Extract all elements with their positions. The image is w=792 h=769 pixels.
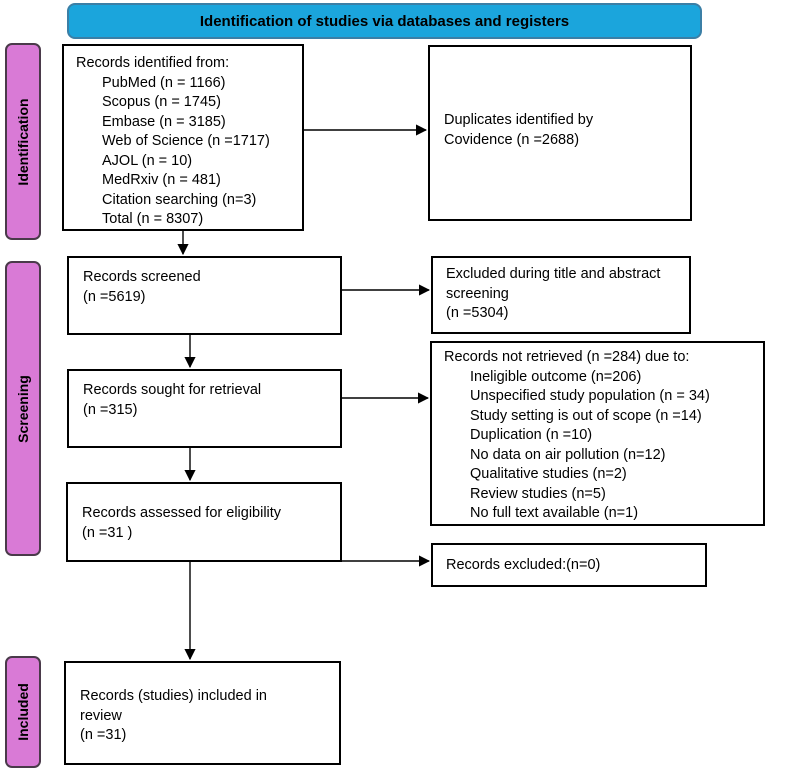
reason-item: Qualitative studies (n=2)	[470, 466, 627, 482]
records-assessed-line1: Records assessed for eligibility	[82, 505, 282, 521]
reason-item: No full text available (n=1)	[470, 505, 639, 521]
phase-included-label: Included	[5, 656, 41, 768]
source-item: Embase (n = 3185)	[102, 113, 226, 130]
records-sought-line1: Records sought for retrieval	[83, 382, 262, 398]
records-sought-text: Records sought for retrieval (n =315)	[83, 381, 261, 420]
not-retrieved-box: Records not retrieved (n =284) due to: I…	[430, 341, 765, 526]
excluded-screening-text: Excluded during title and abstract scree…	[446, 265, 660, 324]
excluded-screening-line2: screening	[446, 285, 509, 302]
records-assessed-line2: (n =31 )	[82, 524, 133, 541]
reason-item: Duplication (n =10)	[470, 427, 593, 443]
records-screened-text: Records screened (n =5619)	[83, 268, 201, 307]
studies-included-text: Records (studies) included in review (n …	[80, 687, 267, 746]
not-retrieved-text: Records not retrieved (n =284) due to: I…	[444, 348, 710, 524]
reason-item: No data on air pollution (n=12)	[470, 446, 666, 463]
duplicates-line2: Covidence (n =2688)	[444, 131, 580, 148]
duplicates-text: Duplicates identified by Covidence (n =2…	[444, 111, 593, 150]
excluded-screening-line3: (n =5304)	[446, 305, 509, 321]
studies-included-line2: review	[80, 707, 122, 724]
source-item: AJOL (n = 10)	[102, 152, 193, 169]
records-identified-title: Records identified from:	[76, 55, 230, 71]
phase-screening-label: Screening	[5, 261, 41, 556]
phase-identification-label: Identification	[5, 43, 41, 240]
source-item: MedRxiv (n = 481)	[102, 172, 221, 188]
reason-item: Ineligible outcome (n=206)	[470, 368, 642, 385]
studies-included-box: Records (studies) included in review (n …	[64, 661, 341, 765]
records-identified-box: Records identified from: PubMed (n = 116…	[62, 44, 304, 231]
records-identified-text: Records identified from: PubMed (n = 116…	[76, 54, 270, 230]
source-item: Web of Science (n =1717)	[102, 133, 270, 149]
duplicates-line1: Duplicates identified by	[444, 112, 594, 128]
records-assessed-text: Records assessed for eligibility (n =31 …	[82, 504, 281, 543]
reason-item: Unspecified study population (n = 34)	[470, 388, 710, 404]
not-retrieved-title: Records not retrieved (n =284) due to:	[444, 349, 690, 365]
records-screened-box: Records screened (n =5619)	[67, 256, 342, 335]
reason-item: Review studies (n=5)	[470, 485, 606, 502]
diagram-title-text: Identification of studies via databases …	[199, 12, 570, 30]
excluded-screening-box: Excluded during title and abstract scree…	[431, 256, 691, 334]
records-excluded-text: Records excluded:(n=0)	[446, 556, 600, 576]
source-item: Citation searching (n=3)	[102, 191, 257, 208]
studies-included-line3: (n =31)	[80, 727, 127, 743]
diagram-title: Identification of studies via databases …	[67, 3, 702, 39]
records-assessed-box: Records assessed for eligibility (n =31 …	[66, 482, 342, 562]
source-total: Total (n = 8307)	[102, 211, 204, 227]
records-excluded-box: Records excluded:(n=0)	[431, 543, 707, 587]
duplicates-box: Duplicates identified by Covidence (n =2…	[428, 45, 692, 221]
source-item: Scopus (n = 1745)	[102, 94, 221, 110]
studies-included-line1: Records (studies) included in	[80, 688, 267, 704]
source-item: PubMed (n = 1166)	[102, 74, 226, 91]
records-sought-box: Records sought for retrieval (n =315)	[67, 369, 342, 448]
reason-item: Study setting is out of scope (n =14)	[470, 407, 702, 424]
excluded-screening-line1: Excluded during title and abstract	[446, 266, 661, 282]
records-screened-line1: Records screened	[83, 269, 201, 285]
records-sought-line2: (n =315)	[83, 401, 138, 418]
records-screened-line2: (n =5619)	[83, 288, 146, 305]
records-excluded-line1: Records excluded:(n=0)	[446, 557, 601, 573]
